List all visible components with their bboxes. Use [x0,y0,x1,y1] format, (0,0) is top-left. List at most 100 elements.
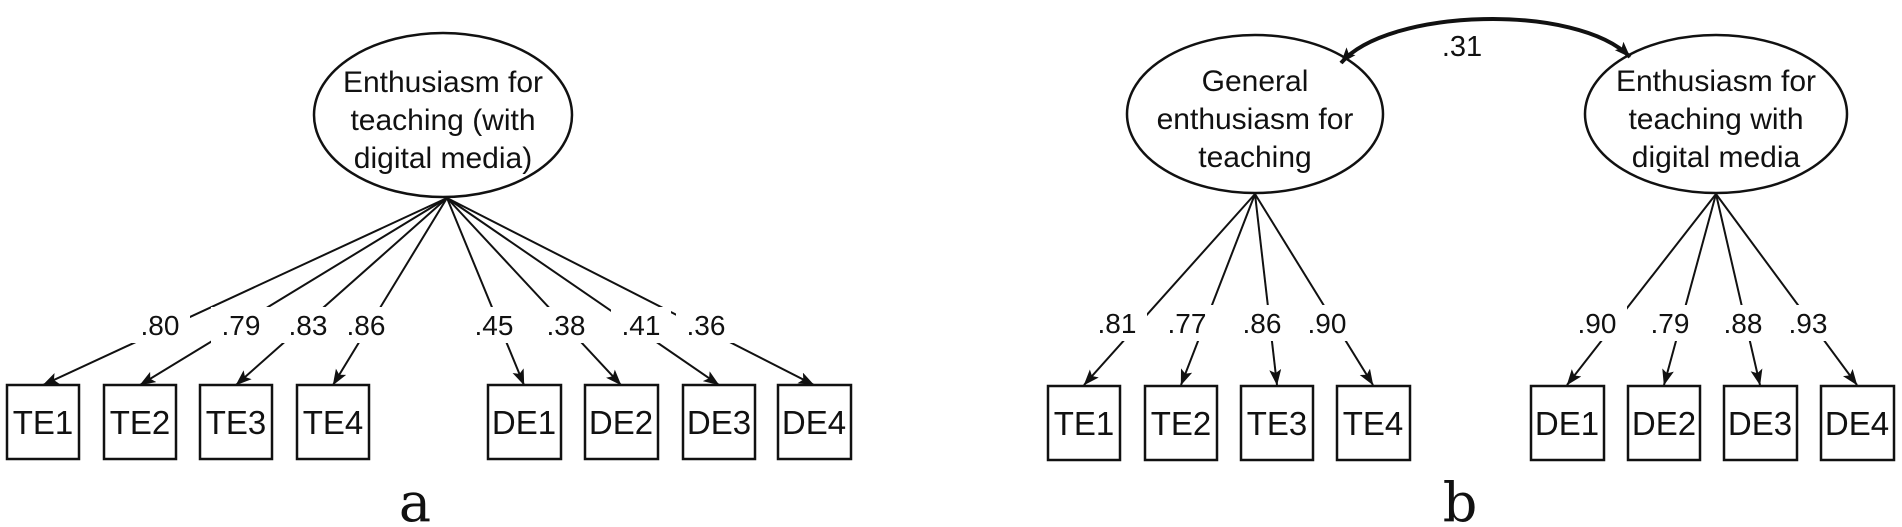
loading-chip [1640,305,1700,341]
model-b-indicator-boxes: TE1 TE2 TE3 TE4 DE1 DE2 DE3 DE4 [1046,384,1896,462]
loading-chip [1713,305,1773,341]
indicator-label: DE4 [1825,405,1889,442]
indicator-box [1239,384,1315,462]
model-b-digital-loading-paths [1566,193,1858,386]
loading-chip [464,307,524,343]
model-b-loading-labels: .81 .77 .86 .90 .90 .79 .88 .93 [1087,305,1838,341]
loading-value: .90 [1578,308,1617,339]
indicator-label: DE2 [589,404,653,441]
latent-factor-label-line: digital media [1632,141,1801,174]
loading-path [1083,193,1256,386]
loading-chip [1297,305,1357,341]
panel-caption-b: b [1443,471,1478,527]
loading-chip [1087,305,1147,341]
indicator-box [1626,384,1702,462]
indicator-box [1143,384,1219,462]
latent-factor-label-line: teaching with [1628,103,1803,136]
loading-value: .86 [347,310,386,341]
latent-factor-general-ellipse [1125,33,1385,195]
loading-path [1254,193,1374,386]
loading-value: .83 [289,310,328,341]
loading-path [1715,193,1858,386]
loading-chip [1157,305,1217,341]
loading-path [446,197,622,386]
covariance-value: .31 [1442,31,1482,63]
loading-path [446,197,720,386]
loading-path [1715,193,1763,386]
loading-chip [278,307,338,343]
model-a: Enthusiasm for teaching (with digital me… [5,31,853,527]
indicator-label: TE1 [1054,405,1115,442]
loading-value: .88 [1724,308,1763,339]
indicator-label: TE3 [1247,405,1308,442]
indicator-label: DE3 [1728,405,1792,442]
indicator-box [583,383,660,461]
loading-path [42,197,448,386]
loading-path [1566,193,1717,386]
indicator-box [486,383,563,461]
loading-chip [676,307,736,343]
loading-chip [1232,305,1292,341]
indicator-label: TE3 [206,404,267,441]
latent-factor-label-line: teaching [1198,141,1311,174]
indicator-label: TE4 [1343,405,1404,442]
loading-path [235,197,448,386]
indicator-box [198,383,274,461]
loading-path [139,197,448,386]
indicator-label: TE2 [1151,405,1212,442]
loading-chip [1567,305,1627,341]
loading-value: .79 [222,310,261,341]
latent-factor-label-line: General [1202,65,1309,98]
latent-factor-label-line: Enthusiasm for [343,66,543,99]
loading-chip [130,307,190,343]
model-b-general-loading-paths [1083,193,1374,386]
loading-value: .93 [1789,308,1828,339]
indicator-label: DE2 [1632,405,1696,442]
model-a-loading-labels: .80 .79 .83 .86 .45 .38 .41 .36 [130,307,736,343]
model-a-indicator-boxes: TE1 TE2 TE3 TE4 DE1 DE2 DE3 DE4 [5,383,853,461]
indicator-label: TE1 [13,404,74,441]
latent-factor-ellipse [312,31,574,199]
loading-value: .86 [1243,308,1282,339]
indicator-box [1335,384,1412,462]
latent-factor-label-line: enthusiasm for [1157,103,1354,136]
covariance-arc [1339,17,1632,65]
loading-path [1662,193,1717,386]
latent-factor-digital-ellipse [1583,33,1849,195]
indicator-box [681,383,757,461]
loading-path [1180,193,1256,386]
indicator-label: TE4 [303,404,364,441]
indicator-box [5,383,81,461]
latent-factor-label-line: digital media) [354,142,532,175]
indicator-label: DE1 [492,404,556,441]
loading-value: .90 [1308,308,1347,339]
indicator-box [776,383,853,461]
loading-chip [1778,305,1838,341]
indicator-box [102,383,178,461]
indicator-label: DE1 [1535,405,1599,442]
indicator-box [1529,384,1606,462]
indicator-box [1819,384,1896,462]
model-a-loading-paths [42,197,815,386]
loading-chip [336,307,396,343]
latent-factor-label-line: Enthusiasm for [1616,65,1816,98]
loading-value: .38 [547,310,586,341]
loading-chip [211,307,271,343]
model-b: .31 General enthusiasm for teaching Enth… [1046,17,1896,527]
loading-chip [611,307,671,343]
indicator-box [1722,384,1799,462]
loading-value: .41 [622,310,661,341]
loading-value: .80 [141,310,180,341]
indicator-label: TE2 [110,404,171,441]
loading-value: .77 [1168,308,1207,339]
indicator-box [295,383,371,461]
panel-caption-a: a [399,471,431,527]
loading-chip [536,307,596,343]
indicator-label: DE4 [782,404,846,441]
loading-value: .79 [1651,308,1690,339]
loading-value: .36 [687,310,726,341]
loading-path [332,197,448,386]
loading-path [446,197,525,386]
indicator-box [1046,384,1122,462]
loading-path [1254,193,1282,386]
